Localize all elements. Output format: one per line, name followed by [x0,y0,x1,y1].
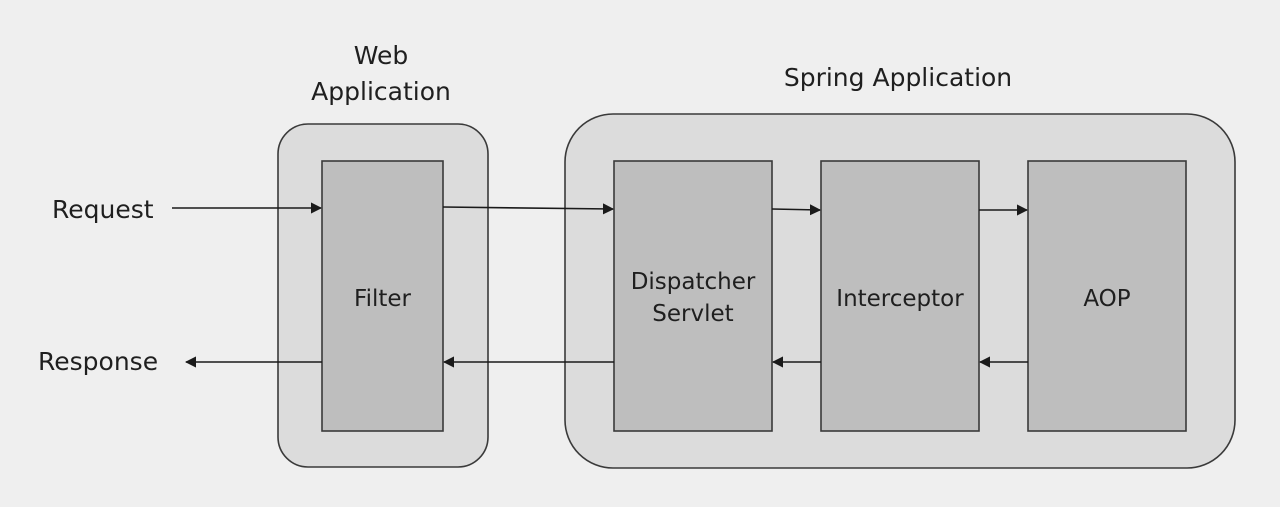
interceptor-box [820,160,980,432]
spring-application-title: Spring Application [784,63,1012,92]
arrow-dispatcher-to-interceptor [771,204,822,216]
response-label: Response [38,347,158,376]
dispatcher-servlet-label-line1: Dispatcher [631,269,756,295]
web-application-title-line1: Web [354,41,409,70]
dispatcher-servlet-box [613,160,773,432]
dispatcher-servlet-label-line2: Servlet [652,301,733,327]
aop-box [1027,160,1187,432]
filter-label: Filter [354,286,412,312]
request-label: Request [52,195,154,224]
filter-box [321,160,444,432]
interceptor-label: Interceptor [836,286,964,312]
arrow-filter-to-dispatcher [442,203,615,215]
web-application-title-line2: Application [311,77,451,106]
aop-label: AOP [1083,286,1130,312]
